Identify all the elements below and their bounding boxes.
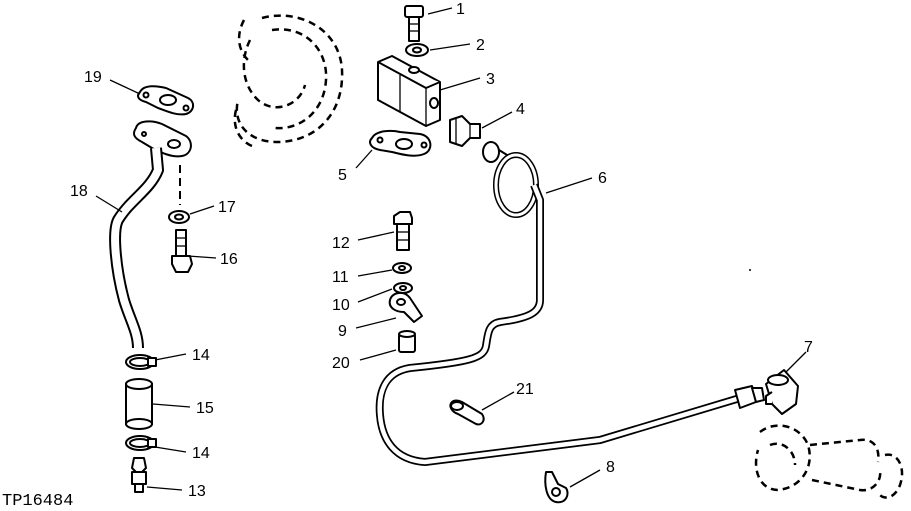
callout-1: 1 [456,1,465,18]
callout-18: 18 [70,183,88,200]
part-8-clamp [544,471,569,504]
part-13-fitting [131,457,147,493]
part-7-elbow-fitting [765,369,799,415]
callout-21: 21 [516,381,534,398]
part-12-bolt [393,211,413,251]
part-21-spacer [449,399,485,426]
callout-15: 15 [196,400,214,417]
callout-14-lower: 14 [192,445,210,462]
part-10-washer [393,282,413,294]
part-9-clamp [388,292,423,323]
callout-3: 3 [486,71,495,88]
callout-19: 19 [84,69,102,86]
part-4-fitting [449,115,481,147]
part-16-bolt [171,229,193,273]
turbocharger-housing-outline [233,14,344,148]
part-14-hose-clamp-lower [125,435,157,451]
part-3-fitting-block [377,55,441,127]
part-17-washer [168,210,190,224]
figure-code: TP16484 [2,492,73,511]
speck [749,269,751,271]
callout-6: 6 [598,170,607,187]
part-11-lock-washer [392,262,412,274]
callout-10: 10 [332,297,350,314]
part-15-hose [125,378,153,430]
callout-14-upper: 14 [192,347,210,364]
part-2-washer [405,43,429,57]
callout-16: 16 [220,251,238,268]
part-19-gasket [137,85,194,116]
callout-20: 20 [332,355,350,372]
turbo-elbow-housing-outline [754,424,904,499]
callout-9: 9 [338,323,347,340]
part-18-drain-tube [109,120,192,349]
callout-4: 4 [516,101,525,118]
part-1-bolt [404,5,424,42]
callout-5: 5 [338,167,347,184]
callout-13: 13 [188,483,206,500]
callout-17: 17 [218,199,236,216]
part-14-hose-clamp-upper [125,354,157,370]
callout-2: 2 [476,37,485,54]
callout-12: 12 [332,235,350,252]
callout-8: 8 [606,459,615,476]
callout-7: 7 [804,339,813,356]
part-20-spacer [398,330,416,353]
part-5-gasket [369,129,432,157]
callout-11: 11 [332,269,349,286]
callout-leader-lines [95,7,807,491]
part-6-oil-line [375,141,765,466]
